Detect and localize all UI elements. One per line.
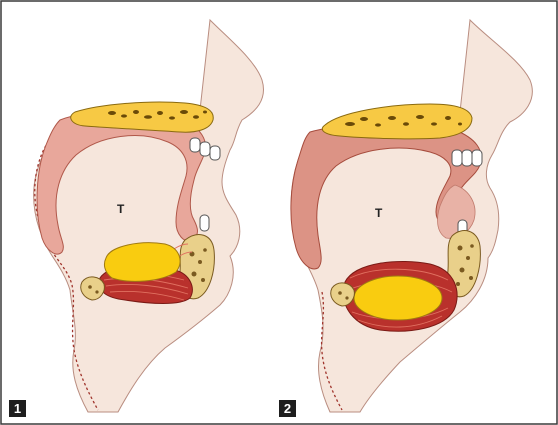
panel-1-number-badge: 1 [9, 400, 26, 417]
panel-2-fat-pad [354, 276, 442, 320]
panel-2-tongue-label: T [375, 207, 382, 219]
panel-1-fat-pad [104, 243, 180, 282]
panel-2-number-badge: 2 [279, 400, 296, 417]
panel-1-tongue-label: T [117, 203, 124, 215]
